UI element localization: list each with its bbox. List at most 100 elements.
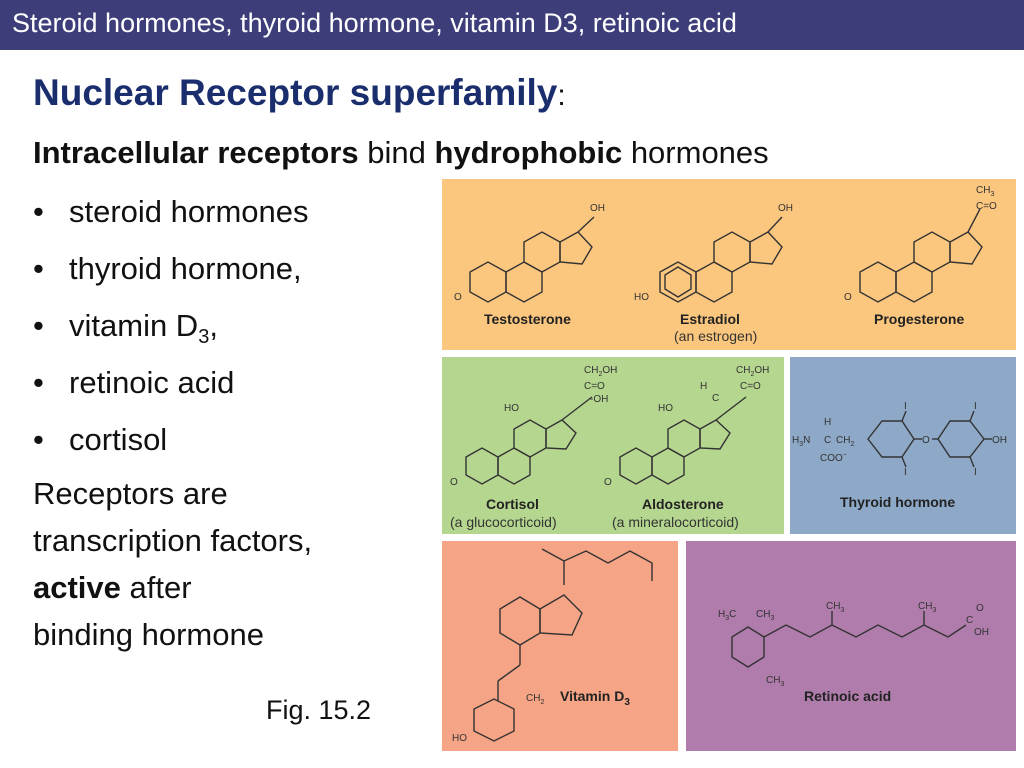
ketone-label: O — [604, 477, 612, 488]
hydroxyl-label: -OH — [590, 394, 608, 405]
methyl-label: CH3 — [918, 601, 936, 614]
bullet-marker: • — [33, 308, 44, 343]
methyl-label: CH3 — [766, 675, 784, 688]
gem-dimethyl-label: H3C — [718, 609, 736, 622]
subheading-bold-receptors: Intracellular receptors — [33, 135, 359, 170]
list-item: • cortisol — [33, 420, 309, 477]
bullet-marker: • — [33, 194, 44, 229]
cortisol-sublabel: (a glucocorticoid) — [450, 514, 557, 530]
carbonyl-label: C=O — [584, 381, 605, 392]
panel-sex-steroids: OH O Testosterone OH HO Estradiol (an es… — [442, 179, 1016, 350]
carboxyl-oh-label: OH — [974, 627, 989, 638]
methylene-label: CH2 — [836, 435, 854, 448]
thyroid-structure: H H3N C CH2 COO− O I I I I OH Thyroid ho… — [792, 401, 1007, 510]
panel-vitamin-d3: CH2 HO Vitamin D3 — [442, 541, 678, 751]
ketone-label: O — [450, 477, 458, 488]
alpha-carbon-label: C — [824, 435, 831, 446]
hydroxyl-label: HO — [634, 292, 649, 303]
list-item-comma: , — [209, 308, 218, 343]
oh-label: OH — [590, 203, 605, 214]
slide-heading: Nuclear Receptor superfamily: — [33, 72, 566, 114]
slide-title: Steroid hormones, thyroid hormone, vitam… — [12, 8, 737, 38]
retinoic-acid-structure: H3C CH3 CH3 CH3 CH3 C O OH Retinoic acid — [718, 601, 989, 704]
list-item: •thyroid hormone, — [33, 249, 309, 306]
ketone-label: O — [454, 292, 462, 303]
progesterone-label: Progesterone — [874, 311, 964, 327]
ch2oh-label: CH2OH — [584, 365, 617, 378]
amine-label: H3N — [792, 435, 810, 448]
paragraph-line: active after — [33, 564, 312, 611]
thyroid-label: Thyroid hormone — [840, 494, 955, 510]
hydroxyl-label: HO — [452, 733, 467, 744]
vitamin-d3-structure: CH2 HO Vitamin D3 — [452, 548, 653, 744]
list-item-text: thyroid hormone, — [69, 251, 302, 286]
bullet-marker: • — [33, 365, 44, 400]
paragraph-bold-active: active — [33, 570, 121, 605]
paragraph-line: binding hormone — [33, 617, 264, 652]
ether-o-label: O — [922, 435, 930, 446]
iodine-label: I — [904, 467, 907, 478]
panel-background — [442, 179, 1016, 350]
list-item-text: cortisol — [69, 422, 168, 457]
hydroxyl-label: HO — [658, 403, 673, 414]
thyroid-figure: H H3N C CH2 COO− O I I I I OH Thyroid ho… — [790, 357, 1016, 534]
aldosterone-label: Aldosterone — [642, 496, 724, 512]
cortisol-label: Cortisol — [486, 496, 539, 512]
subheading: Intracellular receptors bind hydrophobic… — [33, 135, 769, 171]
subheading-hormones: hormones — [622, 135, 769, 170]
subheading-bold-hydrophobic: hydrophobic — [434, 135, 623, 170]
oh-label: OH — [992, 435, 1007, 446]
vitamin-d3-label: Vitamin D3 — [560, 688, 630, 708]
estradiol-sublabel: (an estrogen) — [674, 328, 757, 344]
carboxyl-c-label: C — [966, 615, 973, 626]
carbonyl-label: C=O — [976, 201, 997, 212]
panel-retinoic-acid: H3C CH3 CH3 CH3 CH3 C O OH Retinoic acid — [686, 541, 1016, 751]
heading-colon: : — [557, 79, 566, 112]
ch2oh-label: CH2OH — [736, 365, 769, 378]
list-item-subscript: 3 — [198, 326, 210, 349]
panel-background — [686, 541, 1016, 751]
methyl-label: CH3 — [976, 185, 994, 198]
bullet-marker: • — [33, 422, 44, 457]
carbonyl-o-label: O — [976, 603, 984, 614]
corticoids-figure: CH2OH C=O -OH HO O Cortisol (a glucocort… — [442, 357, 784, 534]
aldehyde-c-label: C — [712, 393, 719, 404]
paragraph-line: Receptors are — [33, 476, 228, 511]
list-item: • steroid hormones — [33, 192, 309, 249]
methyl-label: CH3 — [826, 601, 844, 614]
methyl-label: CH3 — [756, 609, 774, 622]
aldosterone-sublabel: (a mineralocorticoid) — [612, 514, 739, 530]
aldosterone-structure: CH2OH C=O H C HO O Aldosterone (a minera… — [604, 365, 769, 530]
carbonyl-label: C=O — [740, 381, 761, 392]
receptor-paragraph: Receptors are transcription factors, act… — [33, 470, 312, 658]
retinoic-acid-figure: H3C CH3 CH3 CH3 CH3 C O OH Retinoic acid — [686, 541, 1016, 751]
retinoic-acid-label: Retinoic acid — [804, 688, 891, 704]
paragraph-after: after — [120, 570, 192, 605]
sex-steroids-figure: OH O Testosterone OH HO Estradiol (an es… — [442, 179, 1016, 350]
panel-thyroid: H H3N C CH2 COO− O I I I I OH Thyroid ho… — [790, 357, 1016, 534]
list-item-text: retinoic acid — [69, 365, 235, 400]
aldehyde-h-label: H — [700, 381, 707, 392]
subheading-bind: bind — [358, 135, 435, 170]
estradiol-label: Estradiol — [680, 311, 740, 327]
hydroxyl-label: HO — [504, 403, 519, 414]
title-bar: Steroid hormones, thyroid hormone, vitam… — [0, 0, 1024, 50]
list-item-text: steroid hormones — [69, 194, 309, 229]
panel-background — [442, 541, 678, 751]
estradiol-structure: OH HO Estradiol (an estrogen) — [634, 203, 793, 344]
heading-text: Nuclear Receptor superfamily — [33, 72, 558, 113]
cortisol-structure: CH2OH C=O -OH HO O Cortisol (a glucocort… — [450, 365, 617, 530]
ketone-label: O — [844, 292, 852, 303]
testosterone-structure: OH O Testosterone — [454, 203, 605, 327]
paragraph-line: transcription factors, — [33, 523, 313, 558]
methylene-label: CH2 — [526, 693, 544, 706]
panel-background — [442, 357, 784, 534]
hormone-list: •steroid hormones •thyroid hormone, •vit… — [33, 192, 309, 477]
iodine-label: I — [974, 401, 977, 412]
iodine-label: I — [974, 467, 977, 478]
list-item-text: vitamin D — [69, 308, 199, 343]
testosterone-label: Testosterone — [484, 311, 571, 327]
iodine-label: I — [904, 401, 907, 412]
vitamin-d3-figure: CH2 HO Vitamin D3 — [442, 541, 678, 751]
panel-corticoids: CH2OH C=O -OH HO O Cortisol (a glucocort… — [442, 357, 784, 534]
